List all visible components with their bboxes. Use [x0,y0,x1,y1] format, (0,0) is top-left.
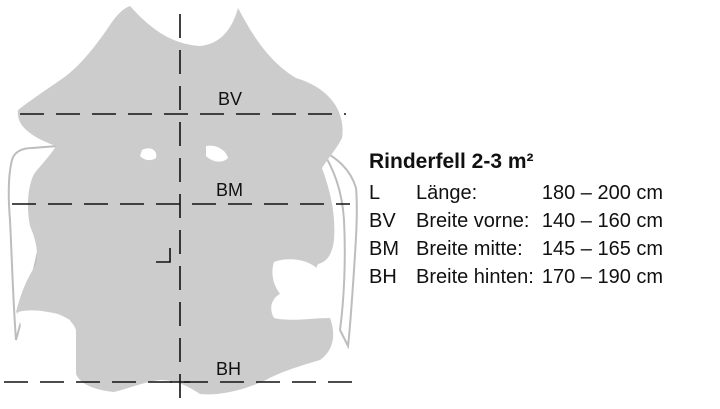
spec-row-bv: BV Breite vorne: 140 – 160 cm [369,207,663,235]
hide-spot [18,310,74,360]
label-bv: BV [218,89,243,109]
spec-name: Breite vorne: [416,210,530,232]
spec-name: Länge: [416,182,478,204]
label-bh: BH [216,359,242,379]
specs-table: L Länge: 180 – 200 cm BV Breite vorne: 1… [369,179,663,291]
right-angle-mark [156,248,171,263]
spec-value: 180 – 200 cm [541,182,664,204]
spec-row-bm: BM Breite mitte: 145 – 165 cm [369,235,663,263]
measurement-lines [4,14,356,402]
spec-name: Breite mitte: [416,238,523,260]
spec-row-bh: BH Breite hinten: 170 – 190 cm [369,263,663,291]
spec-name: Breite hinten: [416,266,534,288]
spec-value: 145 – 165 cm [541,238,664,260]
spec-row-length: L Länge: 180 – 200 cm [369,179,663,207]
spec-value: 170 – 190 cm [541,266,664,288]
spec-abbr: BV [369,210,396,232]
hide-spot [316,268,333,285]
specs-title: Rinderfell 2-3 m² [369,150,534,173]
specs-panel: Rinderfell 2-3 m² L Länge: 180 – 200 cm … [369,150,663,291]
label-bm: BM [216,180,243,200]
hide-spot [140,148,157,161]
hide-spot [206,145,228,162]
spec-value: 140 – 160 cm [541,210,664,232]
spec-abbr: BM [369,238,399,260]
spec-abbr: L [369,182,381,204]
hide-spot [272,259,320,297]
spec-abbr: BH [369,266,397,288]
